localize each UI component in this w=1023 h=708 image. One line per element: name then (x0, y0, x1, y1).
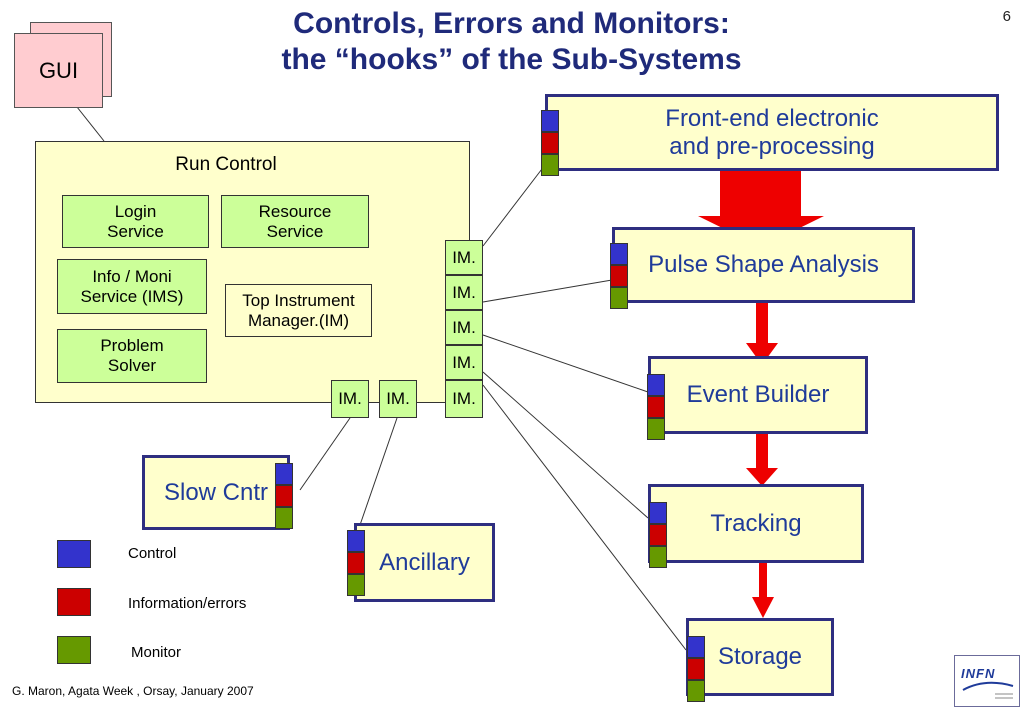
im-box: IM. (445, 240, 483, 275)
gui-connector (76, 106, 105, 142)
slow-control-label: Slow Cntr (163, 478, 269, 506)
hook-stack (649, 502, 667, 568)
title-line-2: the “hooks” of the Sub-Systems (281, 43, 742, 76)
im-subsystem-connector (482, 279, 613, 303)
tim-line2: Manager.(IM) (247, 310, 350, 330)
pulse-shape-label: Pulse Shape Analysis (648, 251, 879, 278)
monitor-hook (610, 287, 628, 309)
tracking-label: Tracking (710, 509, 802, 537)
hook-stack (610, 243, 628, 309)
monitor-hook (647, 418, 665, 440)
flow-arrow (746, 417, 778, 486)
slow-control-box: Slow Cntr (142, 455, 290, 530)
control-hook (610, 243, 628, 265)
legend-control-label: Control (128, 545, 177, 562)
legend-monitor-swatch (57, 636, 91, 664)
login-service-line2: Service (107, 221, 164, 241)
pulse-shape-analysis-box: Pulse Shape Analysis (612, 227, 915, 303)
logo-text: INFN (961, 666, 996, 681)
im-subsystem-connector (482, 384, 687, 651)
legend-information-swatch (57, 588, 91, 616)
tracking-box: Tracking (648, 484, 864, 563)
information-hook (647, 396, 665, 418)
gui-box: GUI (14, 33, 103, 108)
control-hook (649, 502, 667, 524)
im-box: IM. (445, 310, 483, 345)
im-box: IM. (445, 380, 483, 418)
login-service-line1: Login (114, 201, 157, 221)
event-builder-box: Event Builder (648, 356, 868, 434)
footer-credit: G. Maron, Agata Week , Orsay, January 20… (12, 684, 254, 698)
problem-solver-line2: Solver (107, 356, 157, 375)
control-hook (347, 530, 365, 552)
legend-control-swatch (57, 540, 91, 568)
im-subsystem-connector (359, 417, 398, 526)
information-hook (347, 552, 365, 574)
im-subsystem-connector (482, 164, 546, 247)
control-hook (275, 463, 293, 485)
im-subsystem-connector (299, 417, 351, 491)
problem-solver-line1: Problem (100, 336, 164, 355)
information-hook (687, 658, 705, 680)
hook-stack (687, 636, 705, 702)
tim-line1: Top Instrument (242, 290, 355, 310)
info-moni-line1: Info / Moni (92, 266, 172, 286)
information-hook (275, 485, 293, 507)
im-box: IM. (445, 345, 483, 380)
slide-title: Controls, Errors and Monitors: the “hook… (0, 6, 1023, 78)
title-line-1: Controls, Errors and Monitors: (293, 7, 730, 40)
resource-service-line1: Resource (258, 201, 332, 221)
information-hook (610, 265, 628, 287)
im-box: IM. (445, 275, 483, 310)
monitor-hook (275, 507, 293, 529)
monitor-hook (687, 680, 705, 702)
storage-label: Storage (717, 643, 803, 670)
gui-label: GUI (38, 57, 79, 83)
hook-stack (647, 374, 665, 440)
im-subsystem-connector (482, 371, 649, 519)
hook-stack (347, 530, 365, 596)
information-hook (649, 524, 667, 546)
legend-monitor-label: Monitor (131, 644, 182, 661)
flow-arrow (698, 166, 824, 247)
infn-logo-icon: INFN (954, 655, 1020, 707)
event-builder-label: Event Builder (686, 381, 830, 408)
ancillary-label: Ancillary (379, 548, 470, 576)
im-box: IM. (331, 380, 369, 418)
legend-information-label: Information/errors (128, 595, 247, 612)
logo-swoosh-icon (962, 681, 1014, 699)
hook-stack (541, 110, 559, 176)
info-moni-line2: Service (IMS) (80, 286, 184, 306)
front-end-line1: Front-end electronic (665, 104, 879, 132)
control-hook (687, 636, 705, 658)
run-control-label: Run Control (175, 154, 277, 175)
front-end-line2: and pre-processing (669, 132, 875, 160)
slide-number: 6 (1002, 8, 1011, 25)
im-subsystem-connector (482, 334, 649, 393)
im-box: IM. (379, 380, 417, 418)
monitor-hook (347, 574, 365, 596)
resource-service-line2: Service (266, 221, 324, 241)
information-hook (541, 132, 559, 154)
control-hook (647, 374, 665, 396)
ancillary-box: Ancillary (354, 523, 495, 602)
monitor-hook (541, 154, 559, 176)
storage-box: Storage (686, 618, 834, 696)
flow-arrow (746, 292, 778, 365)
monitor-hook (649, 546, 667, 568)
hook-stack (275, 463, 293, 529)
control-hook (541, 110, 559, 132)
flow-arrow (752, 546, 774, 618)
